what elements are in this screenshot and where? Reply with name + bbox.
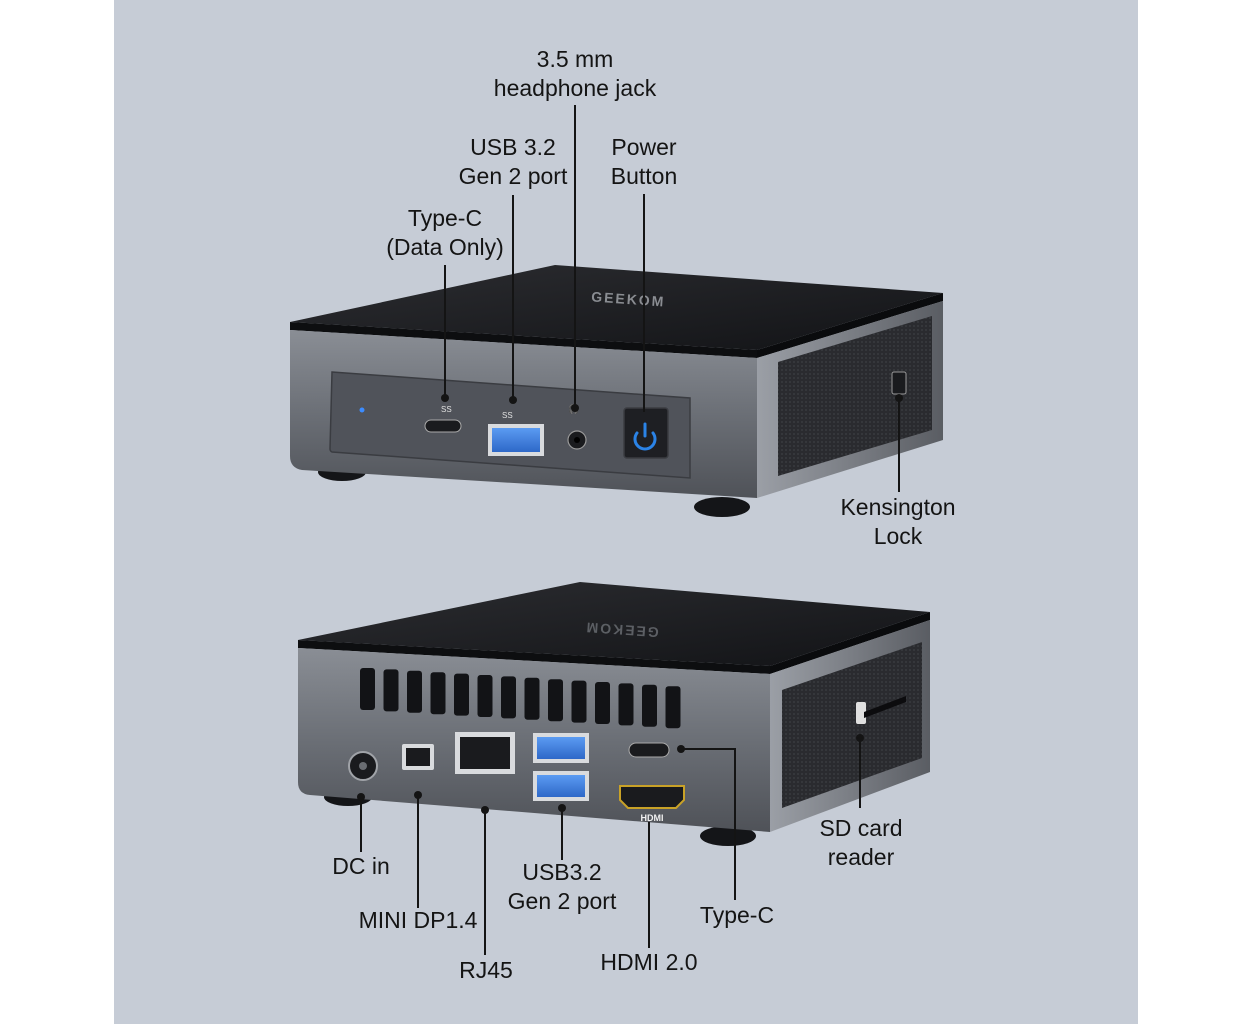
kensington-slot [891, 371, 907, 395]
vent-slat [642, 684, 657, 727]
front-lid-edge [290, 322, 757, 358]
rear-ports: HDMI [348, 696, 906, 823]
vent-slat [430, 672, 446, 715]
front-view-device: SS SS 🎧 GEEKOM [290, 265, 943, 517]
label-dc-in: DC in [332, 853, 390, 879]
label-rear-usb-ports: USB3.2 Gen 2 port [507, 859, 617, 914]
vent-slat [360, 668, 375, 710]
label-kensington-lock: Kensington Lock [840, 494, 956, 549]
front-usb-logo: SS [502, 411, 513, 420]
rear-vents [360, 668, 681, 729]
rear-leader-lines [360, 738, 861, 955]
label-rj45: RJ45 [459, 957, 513, 983]
label-sd-card-reader: SD card reader [819, 815, 903, 870]
label-type-c-data-only: Type-C (Data Only) [386, 205, 504, 260]
vent-slat [407, 670, 422, 713]
sd-card-slot [864, 696, 906, 718]
vent-slat [571, 680, 587, 723]
label-hdmi: HDMI 2.0 [600, 949, 698, 975]
power-led [359, 407, 365, 413]
sd-icon [856, 702, 866, 724]
rear-view-device: GEEKOM [298, 582, 930, 846]
front-brand-logo: GEEKOM [591, 288, 666, 309]
background-panel [114, 0, 1138, 1024]
vent-slat [618, 683, 634, 726]
power-icon [633, 431, 657, 451]
side-vent-mesh [778, 316, 932, 476]
label-power-button: Power Button [610, 134, 678, 189]
hdmi-logo: HDMI [641, 813, 664, 823]
rear-type-c-port [628, 742, 670, 758]
hdmi-port [619, 785, 685, 809]
vent-slat [383, 669, 399, 712]
vent-slat [501, 676, 516, 719]
front-type-c-port [424, 419, 462, 433]
vent-slat [454, 673, 469, 716]
rear-lid-top [298, 582, 930, 666]
vent-slat [595, 682, 610, 724]
front-leader-lines [444, 105, 900, 492]
label-front-usb-port: USB 3.2 Gen 2 port [458, 134, 568, 189]
vent-slat [548, 679, 563, 722]
rear-brand-logo: GEEKOM [584, 619, 659, 640]
front-foot-right [694, 497, 750, 517]
front-type-c-logo: SS [441, 405, 452, 414]
vent-slat [524, 677, 540, 720]
label-headphone-jack: 3.5 mm headphone jack [493, 46, 657, 101]
vent-slat [665, 686, 681, 729]
front-lid-top [290, 265, 943, 350]
label-mini-dp: MINI DP1.4 [358, 907, 478, 933]
vent-slat [477, 675, 493, 717]
label-type-c: Type-C [699, 902, 775, 928]
